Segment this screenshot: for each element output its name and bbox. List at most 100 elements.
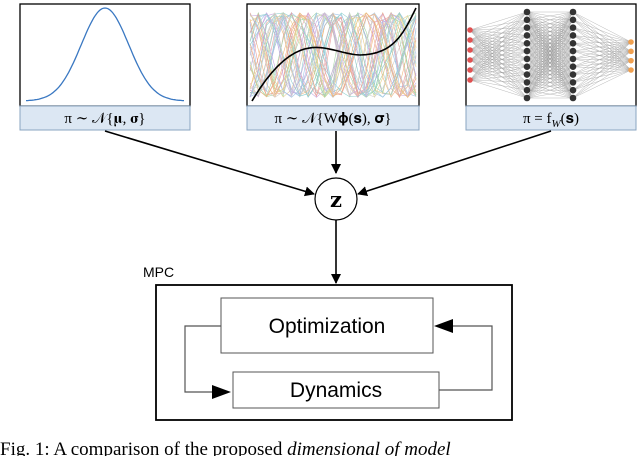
gaussian-curve — [26, 7, 184, 102]
loop-arrowhead-dynamics — [212, 385, 231, 399]
network-edge — [469, 11, 528, 41]
basis-caption-box — [246, 105, 420, 131]
figure-caption: Fig. 1: A comparison of the proposed dim… — [0, 439, 451, 456]
network-edge — [572, 51, 632, 99]
hidden-node — [569, 79, 577, 86]
hidden-node — [569, 47, 577, 55]
network-edge — [572, 60, 632, 83]
network-edge — [469, 43, 528, 51]
basis-policy-panel: π ∼ 𝒩{W𝛟(𝐬), 𝛔} — [246, 3, 420, 131]
loop-arrowhead-optimization — [434, 319, 453, 333]
network-edge — [469, 49, 528, 60]
network-edge — [526, 43, 574, 99]
network-edge — [526, 11, 574, 99]
network-edge — [526, 11, 574, 60]
basis-line — [249, 12, 417, 98]
network-edge — [526, 27, 574, 99]
network-edge — [469, 69, 528, 91]
input-node — [467, 37, 473, 43]
network-edge — [469, 19, 528, 51]
basis-line — [249, 12, 417, 98]
hidden-node — [523, 8, 531, 16]
network-edge — [469, 69, 528, 75]
hidden-node — [569, 71, 577, 78]
network-edge — [469, 43, 528, 61]
basis-line — [249, 12, 417, 98]
network-edge — [469, 66, 528, 71]
basis-line — [249, 12, 417, 98]
network-edge — [469, 49, 528, 83]
hidden-node — [523, 55, 531, 63]
network-edge — [572, 41, 632, 75]
network-edge — [469, 49, 528, 99]
network-edge — [572, 60, 632, 75]
network-edge — [572, 41, 632, 52]
network-edge — [572, 51, 632, 91]
hidden-node — [569, 55, 577, 63]
network-edge — [526, 11, 574, 75]
network-edge — [469, 69, 528, 99]
fitted-curve — [251, 7, 417, 102]
hidden-node — [523, 47, 531, 55]
output-node — [628, 39, 634, 45]
hidden-node — [523, 79, 531, 86]
dynamics-box — [232, 371, 440, 409]
input-node — [467, 27, 473, 33]
hidden-node — [569, 86, 577, 94]
network-edge — [469, 35, 528, 61]
input-node — [467, 77, 473, 83]
optimization-label: Optimization — [269, 315, 386, 338]
dynamics-label: Dynamics — [290, 379, 382, 402]
network-edge — [526, 11, 574, 36]
basis-line — [249, 13, 417, 98]
output-node — [628, 57, 634, 64]
network-edge — [469, 35, 528, 71]
network-edge — [572, 51, 632, 60]
network-edge — [469, 11, 528, 81]
network-edge — [469, 43, 528, 81]
network-edge — [469, 59, 528, 91]
network-edge — [572, 60, 632, 99]
network-edge — [572, 41, 632, 83]
basis-line — [249, 12, 417, 98]
hidden-node — [569, 24, 577, 31]
network-edge — [572, 69, 632, 99]
hidden-node — [569, 94, 577, 102]
network-edge — [572, 51, 632, 75]
network-edge — [469, 74, 528, 81]
input-node — [467, 47, 473, 53]
network-policy-panel: π = fW(𝐬) — [465, 3, 637, 131]
network-edge — [526, 82, 574, 99]
network-edge — [469, 11, 528, 71]
network-edge — [572, 27, 632, 43]
network-edges — [469, 11, 632, 99]
output-node — [628, 67, 634, 73]
network-edge — [572, 60, 632, 91]
network-edge — [572, 58, 632, 71]
basis-policy-label: π ∼ 𝒩{W𝛟(𝐬), 𝛔} — [274, 111, 391, 127]
network-edge — [469, 27, 528, 61]
input-node — [467, 57, 473, 63]
network-edge — [526, 74, 574, 99]
network-edge — [526, 11, 574, 52]
network-edge — [572, 41, 632, 91]
network-policy-label: π = fW(𝐬) — [523, 111, 579, 130]
hidden-node — [523, 16, 531, 24]
hidden-node — [523, 94, 531, 102]
network-edge — [469, 49, 528, 91]
gaussian-caption-box — [19, 105, 191, 131]
network-edge — [572, 35, 632, 43]
hidden-node — [569, 16, 577, 24]
network-edge — [526, 90, 574, 99]
network-edge — [469, 59, 528, 75]
network-edge — [469, 59, 528, 83]
network-edge — [572, 51, 632, 67]
network-edge — [572, 41, 632, 60]
input-node — [467, 67, 473, 73]
basis-line — [249, 12, 417, 96]
network-edge — [469, 27, 528, 71]
hidden-node — [569, 39, 577, 47]
network-edge — [526, 50, 574, 99]
network-edge — [469, 50, 528, 61]
network-edge — [526, 11, 574, 28]
